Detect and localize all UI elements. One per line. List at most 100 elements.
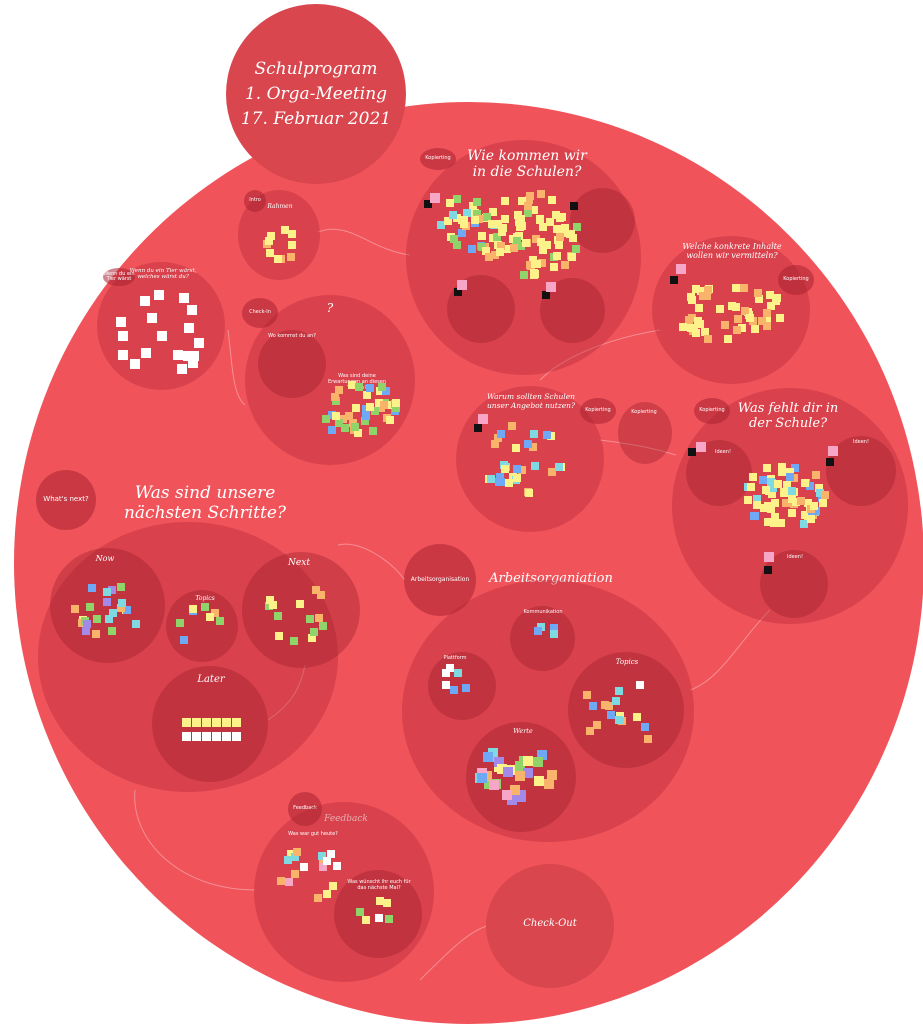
tag-feedback[interactable]: Feedback	[288, 792, 322, 826]
sticky-note[interactable]	[548, 195, 557, 204]
sticky-note[interactable]	[341, 423, 350, 432]
sticky-note[interactable]	[747, 483, 756, 492]
sticky-note[interactable]	[490, 251, 499, 260]
sticky-note[interactable]	[442, 668, 451, 677]
sticky-note[interactable]	[513, 465, 522, 474]
sticky-note[interactable]	[543, 779, 554, 790]
sticky-note[interactable]	[487, 219, 496, 228]
sticky-note[interactable]	[543, 241, 552, 250]
sticky-note[interactable]	[740, 284, 749, 293]
sticky-note[interactable]	[754, 295, 763, 304]
sticky-note[interactable]	[333, 862, 342, 871]
sticky-note[interactable]	[508, 235, 517, 244]
sticky-note[interactable]	[532, 235, 541, 244]
pink-note[interactable]	[764, 552, 774, 562]
sticky-note[interactable]	[501, 464, 510, 473]
sticky-note[interactable]	[555, 462, 564, 471]
sticky-note[interactable]	[526, 192, 535, 201]
sticky-note[interactable]	[483, 213, 492, 222]
sticky-note[interactable]	[472, 198, 481, 207]
pink-note[interactable]	[676, 264, 686, 274]
sticky-note[interactable]	[88, 584, 97, 593]
sticky-note[interactable]	[546, 217, 555, 226]
sticky-note[interactable]	[549, 263, 558, 272]
sticky-note[interactable]	[442, 681, 451, 690]
sticky-note[interactable]	[322, 890, 331, 899]
sticky-note[interactable]	[537, 190, 546, 199]
sticky-note[interactable]	[495, 248, 504, 257]
sticky-note[interactable]	[353, 428, 362, 437]
sticky-note[interactable]	[531, 461, 540, 470]
sticky-note[interactable]	[523, 767, 534, 778]
sticky-note[interactable]	[274, 254, 283, 263]
sticky-note[interactable]	[811, 470, 820, 479]
pink-note[interactable]	[546, 282, 556, 292]
sticky-note[interactable]	[462, 684, 471, 693]
sticky-note[interactable]	[85, 603, 94, 612]
sticky-note[interactable]	[790, 463, 799, 472]
sticky-note[interactable]	[553, 224, 562, 233]
sticky-note[interactable]	[768, 483, 777, 492]
sticky-note[interactable]	[445, 199, 454, 208]
sticky-note[interactable]	[355, 907, 364, 916]
sticky-note[interactable]	[277, 877, 286, 886]
sticky-note[interactable]	[315, 613, 324, 622]
sticky-note[interactable]	[268, 600, 277, 609]
sticky-note[interactable]	[582, 691, 591, 700]
sticky-note[interactable]	[782, 480, 791, 489]
sticky-note[interactable]	[355, 383, 364, 392]
subframe-kommunikation[interactable]	[510, 606, 575, 671]
sticky-note[interactable]	[555, 233, 564, 242]
sticky-note[interactable]	[370, 406, 379, 415]
sticky-note[interactable]	[481, 246, 490, 255]
sticky-note[interactable]	[102, 588, 111, 597]
sticky-note[interactable]	[443, 217, 452, 226]
sticky-note[interactable]	[752, 494, 761, 503]
sticky-note[interactable]	[522, 755, 533, 766]
sticky-note[interactable]	[192, 732, 201, 741]
sticky-note[interactable]	[348, 380, 357, 389]
sticky-note[interactable]	[503, 244, 512, 253]
sticky-note[interactable]	[287, 240, 296, 249]
sticky-note[interactable]	[692, 284, 701, 293]
sticky-note[interactable]	[281, 226, 290, 235]
sticky-note[interactable]	[453, 195, 462, 204]
sticky-note[interactable]	[327, 849, 336, 858]
sticky-note[interactable]	[453, 241, 462, 250]
sticky-note[interactable]	[285, 878, 294, 887]
sticky-note[interactable]	[445, 664, 454, 673]
sticky-note[interactable]	[511, 444, 520, 453]
sticky-note[interactable]	[615, 686, 624, 695]
frame-schools[interactable]	[406, 140, 641, 375]
sticky-note[interactable]	[605, 701, 614, 710]
sticky-note[interactable]	[788, 508, 797, 517]
sticky-note[interactable]	[763, 309, 772, 318]
sticky-note[interactable]	[323, 857, 332, 866]
sticky-note[interactable]	[636, 680, 645, 689]
frame-why[interactable]	[456, 386, 604, 532]
sticky-note[interactable]	[335, 386, 344, 395]
sticky-note[interactable]	[695, 319, 704, 328]
sticky-note[interactable]	[572, 245, 581, 254]
sticky-note[interactable]	[117, 604, 126, 613]
sticky-note[interactable]	[539, 245, 548, 254]
sticky-note[interactable]	[513, 210, 522, 219]
sticky-note[interactable]	[701, 328, 709, 337]
sticky-note[interactable]	[215, 616, 224, 625]
sticky-note[interactable]	[692, 329, 700, 338]
sticky-note[interactable]	[290, 636, 299, 645]
pink-note[interactable]	[696, 442, 706, 452]
sticky-note[interactable]	[533, 775, 544, 786]
sticky-note[interactable]	[212, 718, 221, 727]
sticky-note[interactable]	[568, 252, 577, 261]
sticky-note[interactable]	[202, 718, 211, 727]
sticky-note[interactable]	[383, 898, 392, 907]
sticky-note[interactable]	[129, 359, 140, 370]
sticky-note[interactable]	[703, 291, 711, 300]
sticky-note[interactable]	[295, 599, 304, 608]
sticky-note[interactable]	[321, 414, 330, 423]
sticky-note[interactable]	[478, 232, 487, 241]
sticky-note[interactable]	[477, 773, 488, 784]
sticky-note[interactable]	[202, 732, 211, 741]
sticky-note[interactable]	[351, 404, 360, 413]
